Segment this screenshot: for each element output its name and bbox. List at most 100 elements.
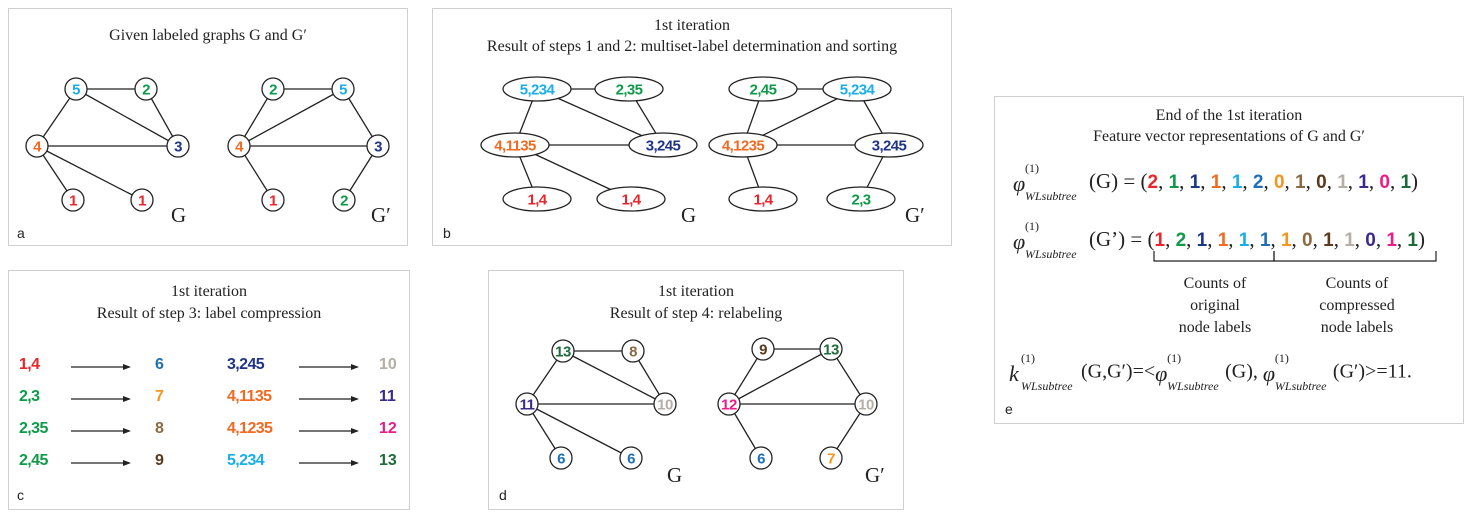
vector-value: 1 <box>1323 229 1334 251</box>
node-label: 1 <box>69 192 77 209</box>
node-label: 3 <box>374 138 382 155</box>
multiset-label: 1,4 <box>19 356 40 373</box>
graph-g-edge <box>526 403 632 459</box>
graph-gp-node: 5,234 <box>822 76 892 102</box>
node-label: 11 <box>520 396 535 413</box>
vector-separator: , <box>1263 168 1274 193</box>
panel-d-title-2: Result of step 4: relabeling <box>609 305 783 322</box>
node-label: 1,4 <box>527 191 547 208</box>
vector-separator: , <box>1249 226 1260 251</box>
graph-g-node: 4 <box>25 134 49 158</box>
g-arg: (G) = ( <box>1089 168 1148 193</box>
graph-g-node: 11 <box>515 392 539 416</box>
node-shape <box>64 77 88 101</box>
panel-b: 1st iteration Result of steps 1 and 2: m… <box>432 8 952 246</box>
vector-value: 1 <box>1210 171 1222 193</box>
panel-c: 1st iteration Result of step 3: label co… <box>8 270 410 510</box>
kernel-equation: k (1) WLsubtree (G,G′)=< φ (1) WLsubtree… <box>1009 351 1412 393</box>
node-shape <box>819 337 843 361</box>
vector-separator: , <box>1368 168 1380 193</box>
superscript: (1) <box>1167 351 1182 365</box>
node-shape <box>130 188 154 212</box>
panel-b-tag: b <box>443 225 451 241</box>
node-label: 5,234 <box>520 81 556 98</box>
vector-value: 1 <box>1196 229 1208 251</box>
node-shape <box>549 446 573 470</box>
k-part-1: (G,G′)=< <box>1081 360 1156 383</box>
graph-g-node: 4,1135 <box>480 132 550 158</box>
node-label: 1 <box>138 192 146 209</box>
vector-separator: , <box>1354 226 1366 251</box>
compressed-label: 11 <box>379 388 396 405</box>
node-label: 7 <box>827 450 835 467</box>
multiset-label: 2,45 <box>19 452 48 469</box>
node-label: 2,45 <box>750 81 777 98</box>
vector-value: 2 <box>1175 229 1187 251</box>
superscript: (1) <box>1274 351 1289 365</box>
node-shape <box>332 188 356 212</box>
vector-separator: , <box>1221 168 1232 193</box>
graph-g-node: 5,234 <box>502 76 572 102</box>
gp-vector-values: 1, 2, 1, 1, 1, 1, 1, 0, 1, 1, 0, 1, 1 <box>1154 227 1418 251</box>
node-label: 5,234 <box>840 81 876 98</box>
graph-gp-node: 2,3 <box>826 186 896 212</box>
node-shape <box>480 132 550 158</box>
note-compressed-line: Counts of <box>1325 275 1389 292</box>
graph-g-edge <box>75 88 179 147</box>
graph-g-node: 3,245 <box>628 132 698 158</box>
panel-c-tag: c <box>17 487 24 503</box>
vector-separator: , <box>1228 226 1239 251</box>
node-shape <box>551 339 575 363</box>
phi-symbol: φ <box>1013 229 1026 254</box>
node-shape <box>502 186 572 212</box>
feature-vector-g: φ (1) WLsubtree (G) = (2, 1, 1, 1, 1, 2,… <box>1013 161 1418 203</box>
node-label: 1,4 <box>753 191 773 208</box>
node-shape <box>728 76 798 102</box>
node-shape <box>134 77 158 101</box>
vector-value: 1 <box>1407 229 1418 251</box>
panel-c-title-2: Result of step 3: label compression <box>96 305 322 322</box>
vector-value: 1 <box>1168 171 1180 193</box>
vector-value: 2 <box>1252 171 1264 193</box>
graph-g-node: 5 <box>64 77 88 101</box>
graph-g-node: 2,35 <box>594 76 664 102</box>
graph-g-label: G <box>667 463 682 487</box>
node-label: 3 <box>174 138 182 155</box>
note-original: Counts of original node labels <box>1155 273 1275 339</box>
node-shape <box>819 446 843 470</box>
node-label: 13 <box>555 343 571 360</box>
multiset-label: 4,1235 <box>227 420 273 437</box>
superscript: (1) <box>1021 351 1035 365</box>
vector-separator: , <box>1333 226 1345 251</box>
graph-gp-node: 12 <box>717 392 741 416</box>
node-shape <box>515 392 539 416</box>
vector-value: 1 <box>1217 229 1229 251</box>
node-shape <box>854 392 878 416</box>
multiset-label: 4,1135 <box>227 388 272 405</box>
graph-g-node: 6 <box>549 446 573 470</box>
graph-gp-node: 7 <box>819 446 843 470</box>
node-shape <box>261 77 285 101</box>
vector-value: 0 <box>1379 171 1390 193</box>
k-part-2: (G), <box>1225 360 1263 383</box>
node-shape <box>61 188 85 212</box>
k-symbol: k <box>1009 361 1019 386</box>
node-shape <box>728 186 798 212</box>
vector-separator: , <box>1207 226 1218 251</box>
node-label: 2 <box>340 192 348 209</box>
compressed-label: 6 <box>155 356 164 373</box>
graph-gp-node: 13 <box>819 337 843 361</box>
panel-a-title: Given labeled graphs G and G′ <box>109 27 307 44</box>
subscript: WLsubtree <box>1025 247 1077 261</box>
node-shape <box>366 134 390 158</box>
arrow-icon <box>71 396 131 402</box>
graph-gp-node: 5 <box>331 77 355 101</box>
g-vector-values: 2, 1, 1, 1, 1, 2, 0, 1, 0, 1, 1, 0, 1 <box>1148 169 1412 193</box>
node-label: 10 <box>657 396 673 413</box>
vector-value: 1 <box>1344 229 1355 251</box>
node-shape <box>708 132 778 158</box>
graph-gp-node: 6 <box>749 446 773 470</box>
graph-gp-node: 10 <box>854 392 878 416</box>
